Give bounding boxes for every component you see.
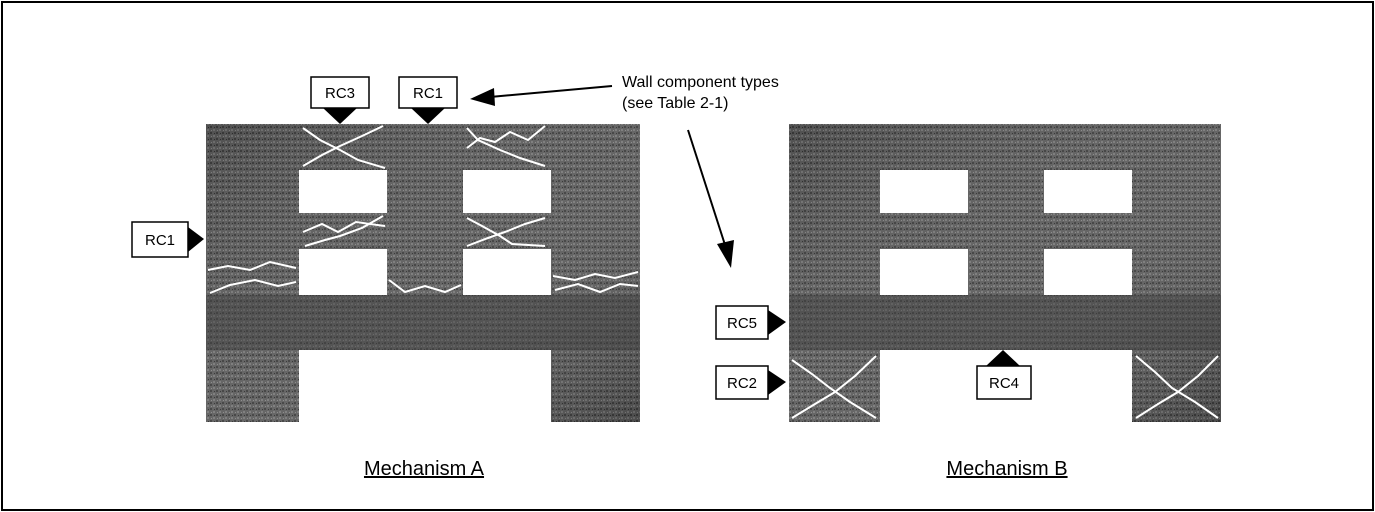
svg-text:RC3: RC3 [325, 85, 355, 102]
window-b-4 [1044, 249, 1132, 295]
window-a-3 [299, 249, 387, 295]
caption-mechanism-a: Mechanism A [364, 458, 485, 480]
caption-mechanism-b: Mechanism B [946, 458, 1067, 480]
cracks-b [791, 355, 1219, 419]
tag-rc2: RC2 [715, 365, 786, 400]
tag-rc3: RC3 [310, 76, 370, 124]
annotation-line-1: Wall component types [622, 74, 779, 91]
svg-text:RC5: RC5 [727, 315, 757, 332]
tag-rc1-left: RC1 [131, 221, 204, 258]
window-b-3 [880, 249, 968, 295]
tag-rc1-top: RC1 [398, 76, 458, 124]
tag-rc5: RC5 [715, 305, 786, 340]
spandrel-a [206, 295, 640, 350]
svg-text:RC4: RC4 [989, 375, 1019, 392]
annotation-line-2: (see Table 2-1) [622, 95, 728, 112]
mechanism-a-building [206, 124, 640, 422]
svg-text:RC1: RC1 [145, 232, 175, 249]
window-a-1 [299, 170, 387, 213]
opening-a-ground [299, 350, 551, 422]
tag-rc4: RC4 [976, 350, 1032, 400]
window-a-4 [463, 249, 551, 295]
cracks-a [207, 125, 639, 294]
mechanism-b-building [789, 124, 1221, 422]
window-b-1 [880, 170, 968, 213]
svg-text:RC2: RC2 [727, 375, 757, 392]
spandrel-b [789, 295, 1221, 350]
window-a-2 [463, 170, 551, 213]
annotation-wall-component-types: Wall component types (see Table 2-1) [470, 74, 779, 268]
window-b-2 [1044, 170, 1132, 213]
svg-text:RC1: RC1 [413, 85, 443, 102]
